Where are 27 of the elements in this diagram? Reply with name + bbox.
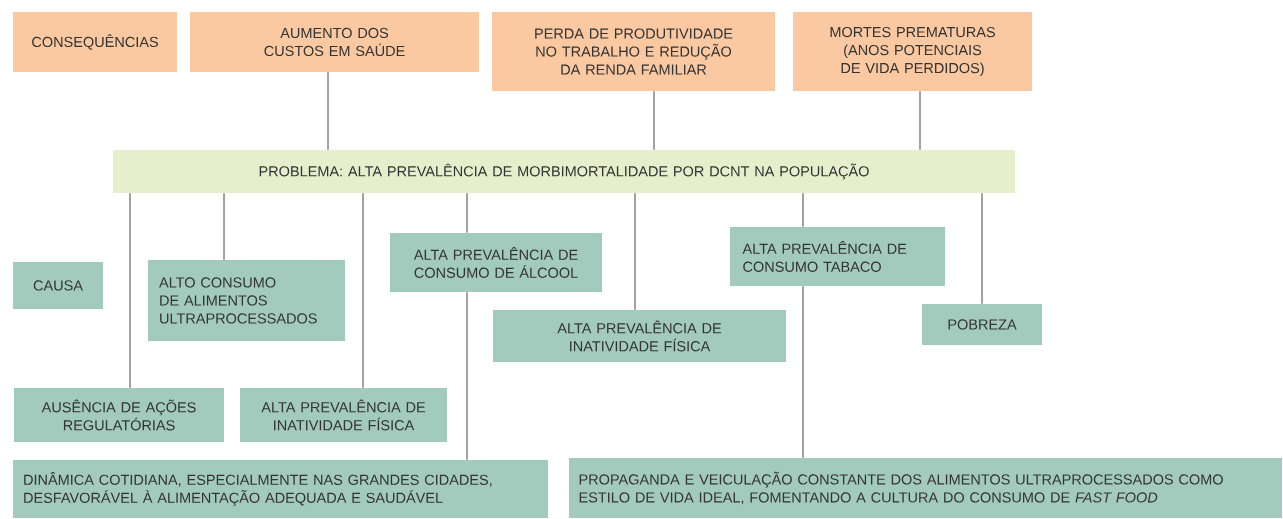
connector-line	[919, 90, 921, 151]
connector-line	[362, 192, 364, 389]
cause-box: PROPAGANDA E VEICULAÇÃO CONSTANTE DOS ALIMENTOS ULTRAPROCESSADOS COMO ESTILO DE VIDA IDEAL, FOMENTANDO A CULTURA DO CONSUMO DE FAST FOOD	[569, 458, 1282, 518]
connector-line	[802, 192, 804, 228]
cause-box: AUSÊNCIA DE AÇÕES REGULATÓRIAS	[14, 388, 224, 442]
connector-line	[327, 71, 329, 151]
section-label-box: CAUSA	[13, 262, 103, 309]
connector-line	[653, 90, 655, 151]
connector-line	[802, 285, 804, 459]
connector-line	[981, 192, 983, 305]
section-label-box: CONSEQUÊNCIAS	[13, 12, 177, 72]
cause-box: ALTA PREVALÊNCIA DE INATIVIDADE FÍSICA	[493, 310, 786, 362]
connector-line	[634, 192, 636, 311]
cause-box: ALTO CONSUMO DE ALIMENTOS ULTRAPROCESSADOS	[148, 260, 345, 341]
cause-box: POBREZA	[922, 304, 1042, 345]
connector-line	[223, 192, 225, 261]
connector-line	[466, 291, 468, 461]
consequence-box: AUMENTO DOS CUSTOS EM SAÚDE	[190, 12, 479, 72]
consequence-box: PERDA DE PRODUTIVIDADE NO TRABALHO E REDUÇÃO DA RENDA FAMILIAR	[492, 12, 775, 91]
cause-box: ALTA PREVALÊNCIA DE CONSUMO DE ÁLCOOL	[390, 233, 602, 292]
connector-line	[129, 192, 131, 389]
problem-box: PROBLEMA: ALTA PREVALÊNCIA DE MORBIMORTALIDADE POR DCNT NA POPULAÇÃO	[113, 150, 1015, 193]
consequence-box: MORTES PREMATURAS (ANOS POTENCIAIS DE VIDA PERDIDOS)	[793, 12, 1032, 91]
connector-line	[466, 192, 468, 234]
cause-box: DINÂMICA COTIDIANA, ESPECIALMENTE NAS GRANDES CIDADES, DESFAVORÁVEL À ALIMENTAÇÃO ADEQUADA E SAUDÁVEL	[13, 460, 548, 518]
cause-box: ALTA PREVALÊNCIA DE CONSUMO TABACO	[730, 227, 945, 286]
cause-box: ALTA PREVALÊNCIA DE INATIVIDADE FÍSICA	[240, 388, 447, 442]
